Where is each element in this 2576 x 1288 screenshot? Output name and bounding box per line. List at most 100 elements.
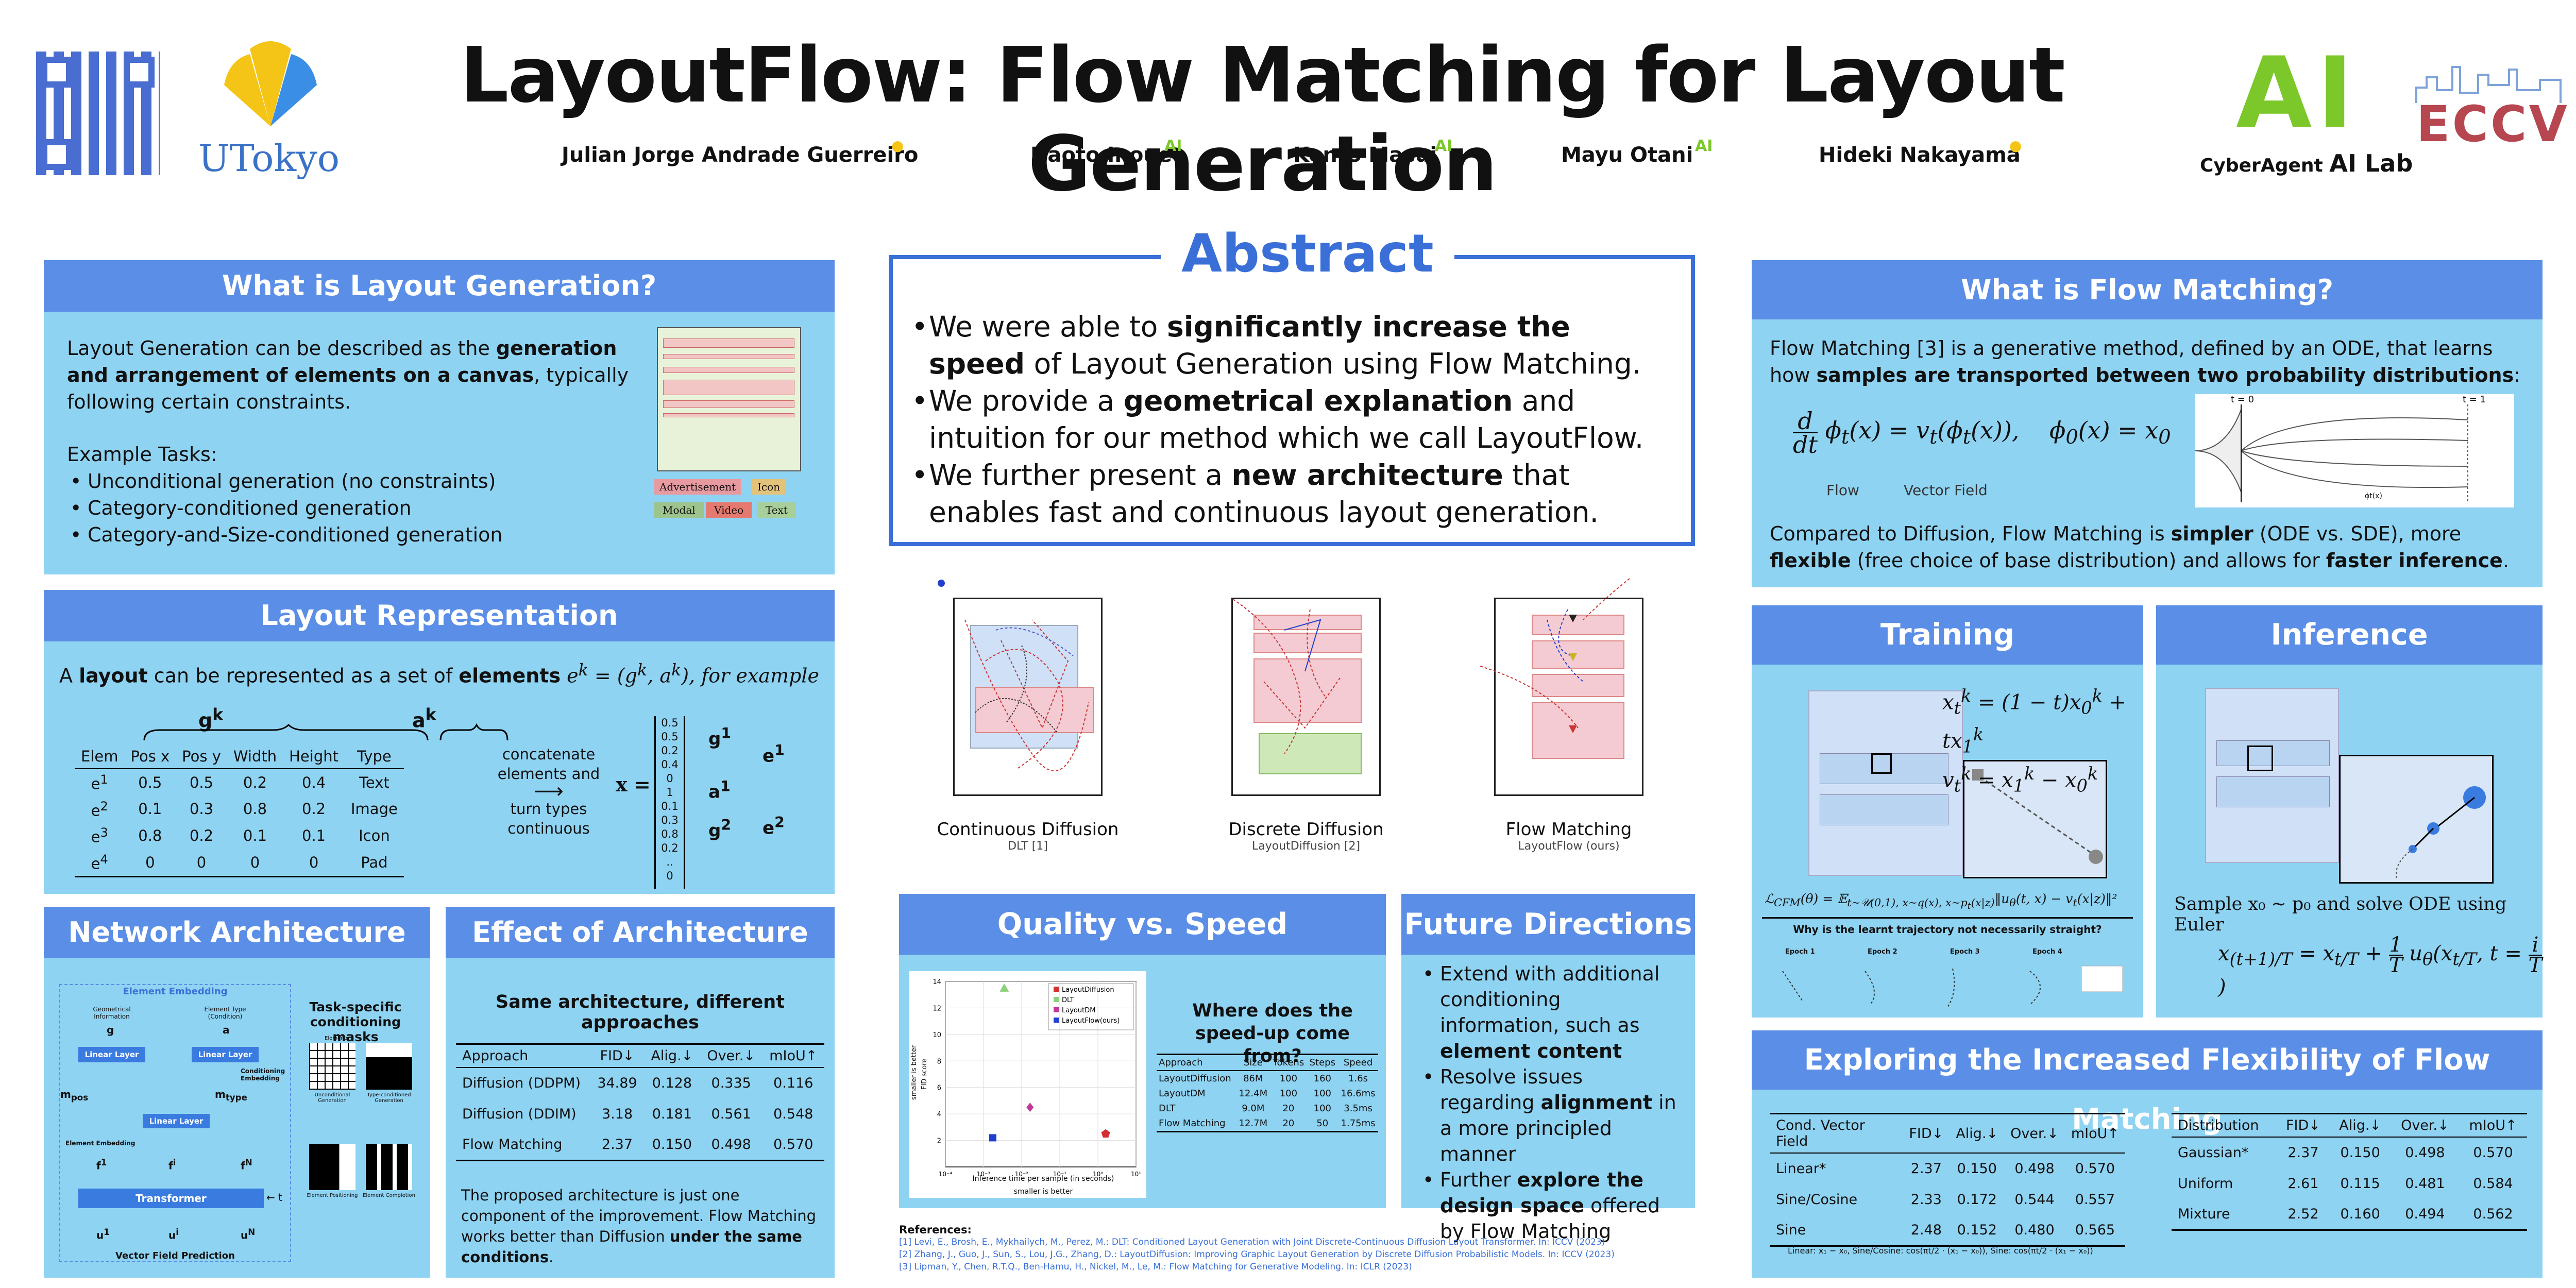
cell: 0.481 — [2405, 1175, 2445, 1192]
epoch-label: Epoch 1 — [1785, 948, 1815, 956]
speed-table: Approach Size Tokens Steps Speed LayoutD… — [1157, 1054, 1378, 1132]
x-tick-label: 10⁻¹ — [1053, 1171, 1067, 1178]
cell: 0.561 — [711, 1106, 751, 1122]
col-header: Cond. Vector Field — [1776, 1117, 1865, 1149]
text: can be represented as a set of — [147, 664, 459, 687]
cell: 0 — [196, 853, 207, 871]
text: Further — [1440, 1168, 1517, 1191]
caption-title: Flow Matching — [1505, 819, 1632, 840]
ai-small-icon: AI — [1164, 137, 1182, 155]
mask-unconditional — [309, 1043, 355, 1090]
section-title: Exploring the Increased Flexibility of F… — [1752, 1030, 2543, 1136]
cell: 100 — [1279, 1073, 1298, 1084]
continuous-diffusion-figure — [953, 598, 1103, 796]
cell: 2.37 — [601, 1136, 633, 1153]
section-title: Training — [1752, 605, 2143, 665]
cell: 20 — [1282, 1103, 1295, 1114]
data-point — [999, 983, 1009, 992]
cell: LayoutDM — [1159, 1088, 1206, 1099]
math: 2 — [721, 817, 732, 834]
reference-item[interactable]: [2] Zhang, J., Guo, J., Sun, S., Lou, J.… — [899, 1249, 1615, 1260]
vector-entry: 0.2 — [661, 842, 679, 854]
caption-sub: DLT [1] — [1008, 840, 1048, 853]
cell: 0.494 — [2405, 1206, 2445, 1222]
col-header: Size — [1243, 1057, 1263, 1068]
text: of Layout Generation using Flow Matching… — [1025, 347, 1641, 380]
math: N — [245, 1158, 252, 1167]
f-label-i: fi — [168, 1158, 176, 1172]
text: Extend with additional conditioning info… — [1440, 962, 1660, 1037]
col-header: Width — [233, 748, 277, 765]
cell: 0.160 — [2340, 1206, 2380, 1222]
authors: Julian Jorge Andrade Guerreiro ● Naoto I… — [541, 137, 2087, 174]
text: and intuition for our method which we ca… — [929, 384, 1644, 454]
author-1: Julian Jorge Andrade Guerreiro — [562, 143, 919, 167]
col-header: Tokens — [1273, 1057, 1304, 1068]
cell: 0.548 — [773, 1106, 814, 1122]
ginkgo-icon — [224, 41, 317, 126]
cell: 100 — [1279, 1088, 1298, 1099]
cell: Diffusion (DDPM) — [462, 1075, 581, 1091]
cell: 50 — [1316, 1118, 1329, 1129]
cond-vector-field-table: Cond. Vector Field FID↓ Alig.↓ Over.↓ mI… — [1770, 1113, 2125, 1247]
section-effect-of-architecture: Effect of Architecture Same architecture… — [446, 907, 835, 1278]
caption-sub: LayoutDiffusion [2] — [1251, 840, 1361, 853]
cell: 0 — [250, 853, 260, 871]
cell: 0 — [145, 853, 155, 871]
qr-code — [36, 52, 160, 175]
reference-item[interactable]: [1] Levi, E., Brosh, E., Mykhailych, M.,… — [899, 1237, 1605, 1247]
math: 2 — [774, 814, 785, 831]
skyline-icon — [2415, 66, 2562, 103]
layout-intro: A layout can be represented as a set of … — [44, 657, 835, 689]
eccv-logo: ECCV — [2416, 95, 2569, 153]
epoch-label: Epoch 2 — [1868, 948, 1897, 956]
vector-entry: 0.3 — [661, 814, 679, 826]
mask-element-positioning — [309, 1144, 355, 1190]
cell: 0.562 — [2473, 1206, 2513, 1222]
cell: e — [91, 855, 100, 873]
cell: Flow Matching — [1159, 1118, 1226, 1129]
legend-marker — [1054, 997, 1059, 1002]
reference-item[interactable]: [3] Lipman, Y., Chen, R.T.Q., Ben-Hamu, … — [899, 1262, 1412, 1272]
vector-entry: 0.5 — [661, 731, 679, 743]
vector-entry: 0.4 — [661, 758, 679, 771]
cell: 0.150 — [1957, 1161, 1997, 1177]
cell: 0.115 — [2340, 1175, 2380, 1192]
legend-video: Video — [706, 502, 752, 518]
cell: 0.2 — [189, 827, 214, 845]
text: continuous — [507, 820, 590, 837]
cell: 0.4 — [302, 773, 326, 791]
cell: 0.3 — [189, 800, 214, 818]
math: , a — [647, 664, 672, 687]
cell: 0.335 — [711, 1075, 751, 1091]
col-header: Approach — [1159, 1057, 1203, 1068]
utokyo-small-icon: ● — [891, 137, 904, 154]
inference-zoom — [2339, 755, 2494, 884]
cyberagent-logo: AI CyberAgent AI Lab — [2200, 36, 2413, 180]
ai-small-icon: AI — [1695, 137, 1713, 155]
text: (free choice of base distribution) and a… — [1851, 549, 2326, 572]
cell: Gaussian* — [2178, 1145, 2249, 1161]
math: 1 — [721, 725, 732, 742]
f-label-1: f1 — [96, 1158, 107, 1172]
math: a — [412, 709, 426, 732]
col-header: Elem — [81, 748, 118, 765]
text: elements and — [497, 765, 600, 783]
author-3: Kento Masui — [1293, 143, 1437, 167]
section-layout-representation: Layout Representation A layout can be re… — [44, 590, 835, 894]
cell: e — [91, 828, 100, 846]
author-2: Naoto Inoue — [1030, 143, 1172, 167]
math: type — [225, 1093, 247, 1103]
text: . — [549, 1248, 554, 1266]
architecture-diagram: Element Embedding Geometrical Informatio… — [59, 984, 291, 1262]
vector-entry: 0.1 — [661, 800, 679, 812]
cell: 2.48 — [1910, 1222, 1942, 1238]
flow-intro: Flow Matching [3] is a generative method… — [1770, 335, 2527, 388]
cell: 20 — [1282, 1118, 1295, 1129]
y-tick-label: 14 — [933, 978, 941, 986]
